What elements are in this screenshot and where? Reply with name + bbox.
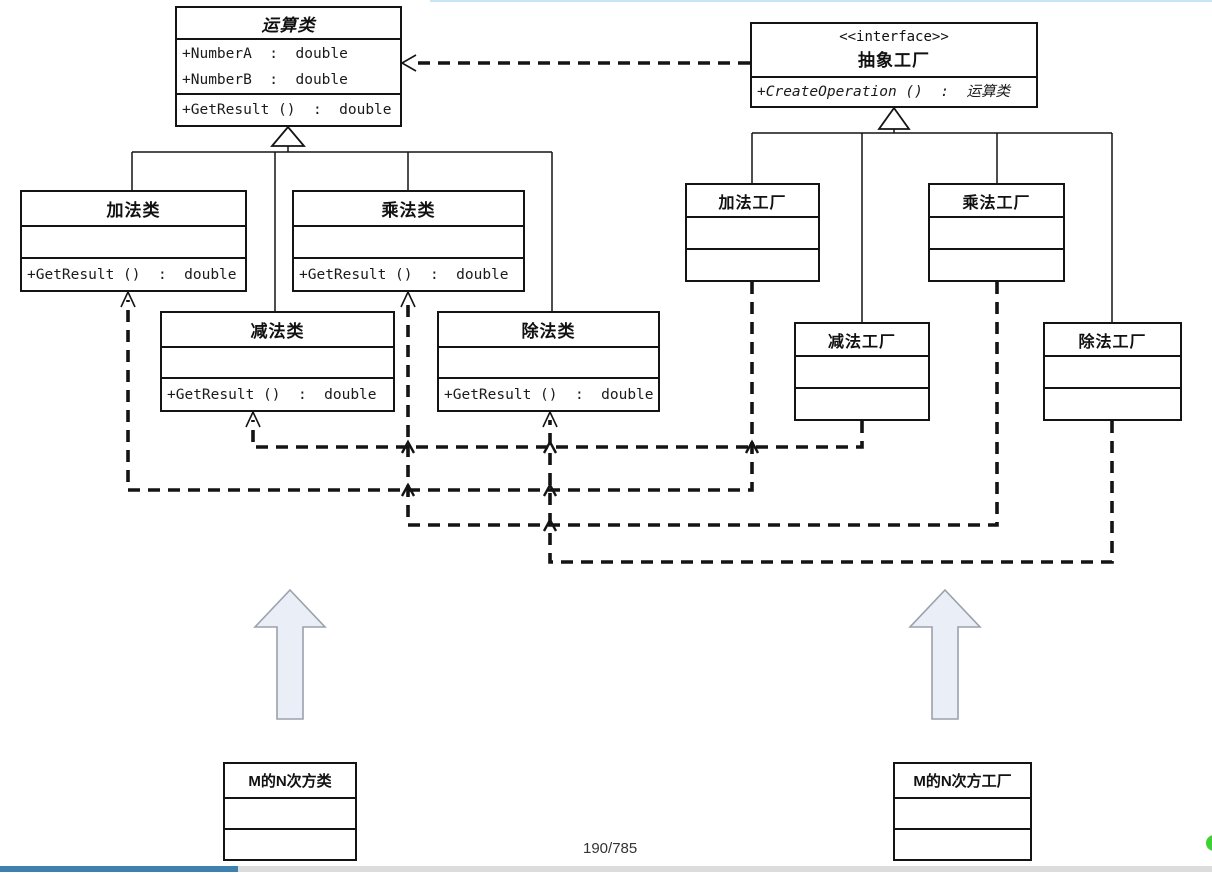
class-title: 减法类 [162, 313, 393, 346]
class-box-mul: 乘法类 +GetResult () : double [292, 190, 525, 292]
triangle-arrow-icon [877, 106, 911, 130]
class-name: 减法类 [250, 322, 305, 341]
class-name: 除法工厂 [1078, 333, 1147, 351]
class-attributes [225, 797, 355, 828]
arrowhead-left-icon [400, 54, 417, 72]
method-line: +GetResult () : double [299, 266, 509, 283]
big-up-arrows [253, 588, 982, 720]
class-methods [895, 828, 1030, 859]
line-crossing-hops [400, 439, 760, 532]
arrowhead-up-icon [245, 410, 261, 428]
class-name: 加法工厂 [718, 194, 787, 212]
class-name: M的N次方类 [248, 773, 332, 790]
big-up-arrow-left-icon [253, 588, 327, 720]
class-box-power-factory: M的N次方工厂 [893, 762, 1032, 861]
big-up-arrow-right-icon [908, 588, 982, 720]
class-box-power: M的N次方类 [223, 762, 357, 861]
class-attributes [930, 216, 1063, 248]
progress-bar-fill [0, 866, 238, 872]
class-attributes [1045, 355, 1180, 387]
class-title: 减法工厂 [796, 324, 928, 355]
class-name: 加法类 [106, 201, 161, 220]
method-line: +GetResult () : double [27, 266, 237, 283]
class-title: 除法类 [439, 313, 658, 346]
class-methods [687, 248, 818, 280]
attribute-line: +NumberA : double [182, 45, 348, 62]
class-name: 乘法类 [381, 201, 436, 220]
class-title: 乘法工厂 [930, 185, 1063, 216]
class-box-add: 加法类 +GetResult () : double [20, 190, 247, 292]
method-line: +GetResult () : double [167, 386, 377, 403]
class-attributes [439, 346, 658, 377]
class-methods: +GetResult () : double [177, 93, 400, 125]
class-name: 除法类 [521, 322, 576, 341]
class-methods: +CreateOperation () : 运算类 [752, 76, 1036, 106]
class-methods [225, 828, 355, 859]
page-indicator: 190/785 [583, 840, 638, 857]
arrowhead-up-icon [400, 290, 416, 308]
class-box-sub: 减法类 +GetResult () : double [160, 311, 395, 412]
class-box-div: 除法类 +GetResult () : double [437, 311, 660, 412]
method-line: +CreateOperation () : 运算类 [757, 84, 1011, 100]
class-box-abstract-factory: <<interface>> 抽象工厂 +CreateOperation () :… [750, 22, 1038, 108]
class-attributes: +NumberA : double +NumberB : double [177, 38, 400, 93]
dependency-subfactory-subclass [251, 420, 864, 449]
class-methods [1045, 387, 1180, 419]
class-box-add-factory: 加法工厂 [685, 183, 820, 282]
class-name: 抽象工厂 [858, 51, 930, 70]
attribute-line: +NumberB : double [182, 71, 348, 88]
class-attributes [294, 225, 523, 257]
class-box-operation: 运算类 +NumberA : double +NumberB : double … [175, 6, 402, 127]
class-name: 运算类 [261, 15, 316, 35]
class-box-sub-factory: 减法工厂 [794, 322, 930, 421]
class-title: 加法工厂 [687, 185, 818, 216]
stereotype-label: <<interface>> [839, 29, 949, 45]
triangle-arrow-icon [270, 125, 306, 147]
window-top-edge [430, 0, 1212, 2]
class-methods: +GetResult () : double [22, 257, 245, 290]
arrowhead-up-icon [120, 290, 136, 308]
arrowhead-up-icon [542, 410, 558, 428]
dependency-divfactory-divclass [548, 420, 1114, 564]
class-methods [796, 387, 928, 419]
class-title: M的N次方工厂 [895, 764, 1030, 797]
class-title: 乘法类 [294, 192, 523, 225]
class-title: 加法类 [22, 192, 245, 225]
progress-bar[interactable] [0, 866, 1212, 872]
class-methods: +GetResult () : double [294, 257, 523, 290]
class-attributes [687, 216, 818, 248]
class-attributes [895, 797, 1030, 828]
class-title: 除法工厂 [1045, 324, 1180, 355]
method-line: +GetResult () : double [182, 102, 392, 118]
class-methods: +GetResult () : double [439, 377, 658, 410]
class-title: 运算类 [177, 8, 400, 38]
class-title: M的N次方类 [225, 764, 355, 797]
class-methods [930, 248, 1063, 280]
class-name: 减法工厂 [827, 333, 896, 351]
class-box-mul-factory: 乘法工厂 [928, 183, 1065, 282]
class-attributes [162, 346, 393, 377]
class-box-div-factory: 除法工厂 [1043, 322, 1182, 421]
class-name: M的N次方工厂 [913, 773, 1012, 790]
class-attributes [796, 355, 928, 387]
green-dot-icon[interactable] [1206, 835, 1212, 851]
method-line: +GetResult () : double [444, 386, 654, 403]
class-methods: +GetResult () : double [162, 377, 393, 410]
class-title: <<interface>> 抽象工厂 [752, 24, 1036, 76]
class-name: 乘法工厂 [962, 194, 1031, 212]
class-attributes [22, 225, 245, 257]
